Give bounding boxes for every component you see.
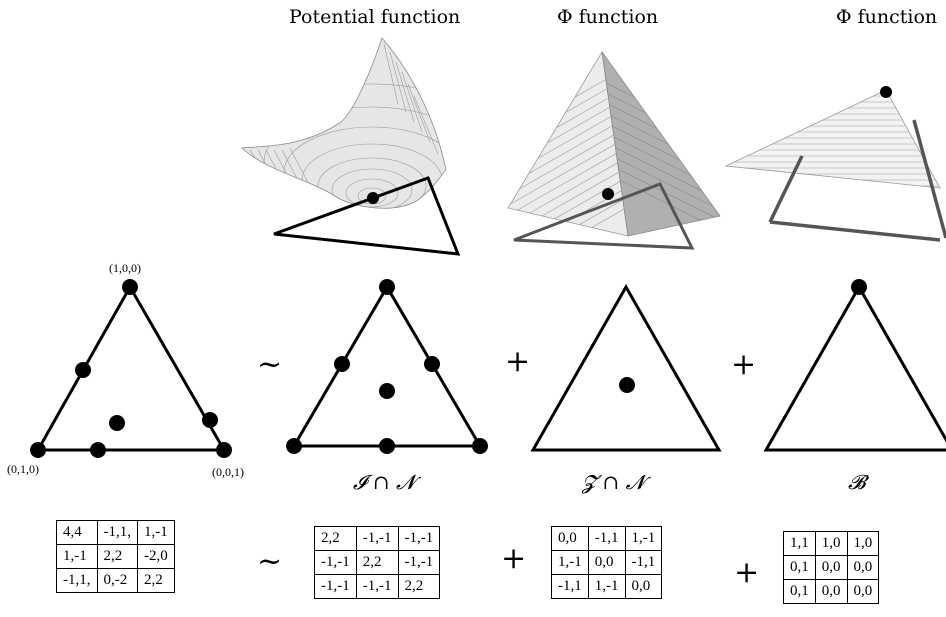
table-cell: 2,2 <box>314 526 357 551</box>
table-row: 1,1 1,0 1,0 <box>783 531 880 556</box>
table-cell: 0,0 <box>624 574 663 599</box>
table-cell: 0,0 <box>814 555 848 580</box>
table-cell: -1,1, <box>56 568 98 593</box>
payoff-table-potential: 2,2 -1,-1 -1,-1 -1,-1 2,2 -1,-1 -1,-1 -1… <box>314 526 441 599</box>
vertex-label-bottom-left: (0,1,0) <box>7 462 39 476</box>
title-phi-function-1: Φ function <box>557 6 659 28</box>
table-cell: -1,-1 <box>314 574 357 599</box>
set-label-harmonic: 𝓘 ∩ 𝓝 <box>353 470 416 494</box>
table-cell: -1,1 <box>551 574 589 599</box>
plus-operator-top-2: + <box>731 347 757 382</box>
table-cell: -2,0 <box>137 544 175 569</box>
table-row: -1,1 1,-1 0,0 <box>551 574 663 599</box>
table-cell: -1,1 <box>624 550 663 575</box>
table-cell: 1,-1 <box>551 550 589 575</box>
table-cell: 2,2 <box>355 550 399 575</box>
potential-surface-plot <box>241 37 461 256</box>
table-cell: 2,2 <box>96 544 138 569</box>
vertex-label-bottom-right: (0,0,1) <box>212 465 244 479</box>
simplex-potential <box>286 279 488 454</box>
table-cell: -1,1 <box>587 526 626 551</box>
table-cell: -1,-1 <box>314 550 357 575</box>
table-cell: 1,-1 <box>587 574 626 599</box>
plus-operator-bottom-2: + <box>734 555 760 590</box>
payoff-table-game: 4,4 -1,1, 1,-1 1,-1 2,2 -2,0 -1,1, 0,-2 … <box>56 520 175 593</box>
title-potential-function: Potential function <box>289 6 461 28</box>
table-cell: -1,-1 <box>397 550 441 575</box>
payoff-table-harmonic: 0,0 -1,1 1,-1 1,-1 0,0 -1,1 -1,1 1,-1 0,… <box>551 526 663 599</box>
table-cell: -1,-1 <box>355 574 399 599</box>
set-label-zero-sum: 𝓩 ∩ 𝓝 <box>582 470 645 494</box>
phi-flat-plot <box>724 86 946 242</box>
table-cell: -1,-1 <box>397 526 441 551</box>
table-cell: 1,-1 <box>137 520 175 545</box>
sim-operator-bottom: ~ <box>257 544 283 579</box>
table-cell: 1,-1 <box>56 544 98 569</box>
table-cell: 0,0 <box>587 550 626 575</box>
table-row: 0,1 0,0 0,0 <box>783 555 880 580</box>
table-row: 1,-1 2,2 -2,0 <box>56 544 175 569</box>
table-cell: 1,0 <box>846 531 880 556</box>
table-cell: 4,4 <box>56 520 98 545</box>
payoff-table-nonstrategic: 1,1 1,0 1,0 0,1 0,0 0,0 0,1 0,0 0,0 <box>783 531 880 604</box>
simplex-nonstrategic <box>763 279 946 452</box>
table-cell: 0,0 <box>551 526 589 551</box>
table-row: 0,0 -1,1 1,-1 <box>551 526 663 551</box>
table-row: 0,1 0,0 0,0 <box>783 579 880 604</box>
table-cell: 2,2 <box>397 574 441 599</box>
vertex-label-top: (1,0,0) <box>109 261 141 275</box>
table-row: -1,1, 0,-2 2,2 <box>56 568 175 593</box>
table-cell: 1,-1 <box>624 526 663 551</box>
table-cell: 0,0 <box>846 555 880 580</box>
table-row: 1,-1 0,0 -1,1 <box>551 550 663 575</box>
table-cell: 0,0 <box>846 579 880 604</box>
table-cell: 0,1 <box>783 579 816 604</box>
simplex-game <box>30 279 232 458</box>
table-row: 4,4 -1,1, 1,-1 <box>56 520 175 545</box>
table-cell: -1,1, <box>96 520 138 545</box>
table-row: -1,-1 2,2 -1,-1 <box>314 550 441 575</box>
table-cell: 0,1 <box>783 555 816 580</box>
plus-operator-top-1: + <box>505 344 531 379</box>
table-cell: 1,0 <box>814 531 848 556</box>
table-cell: -1,-1 <box>355 526 399 551</box>
plus-operator-bottom-1: + <box>501 541 527 576</box>
phi-pyramid-plot <box>507 50 721 250</box>
title-phi-function-2: Φ function <box>836 6 938 28</box>
set-label-boundary: 𝓑 <box>848 470 866 494</box>
table-cell: 0,-2 <box>96 568 138 593</box>
sim-operator-top: ~ <box>257 347 283 382</box>
simplex-harmonic <box>530 283 722 452</box>
table-row: -1,-1 -1,-1 2,2 <box>314 574 441 599</box>
table-cell: 1,1 <box>783 531 816 556</box>
table-cell: 2,2 <box>137 568 175 593</box>
table-row: 2,2 -1,-1 -1,-1 <box>314 526 441 551</box>
table-cell: 0,0 <box>814 579 848 604</box>
